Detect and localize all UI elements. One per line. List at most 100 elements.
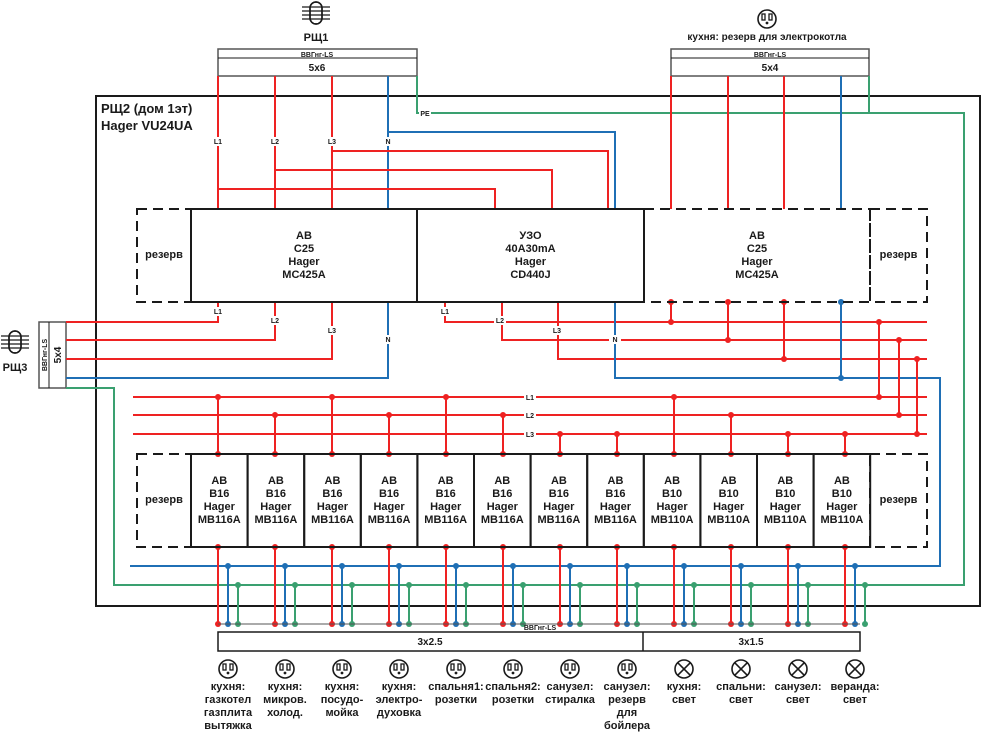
junction-dot: [577, 582, 583, 588]
top-breaker-1-label: АВ С25 Hager MC425A: [282, 229, 326, 281]
wire-label-l2: L2: [271, 318, 279, 325]
wire-rsh3-n: [66, 302, 389, 379]
junction-dot: [463, 582, 469, 588]
wire-label-l3: L3: [328, 328, 336, 335]
junction-dot: [725, 337, 731, 343]
junction-dot: [896, 412, 902, 418]
load-label: спальня2: розетки: [485, 681, 541, 706]
load-label: кухня: посудо- мойка: [320, 681, 364, 719]
top-reserve-left-label: резерв: [145, 249, 183, 261]
panel-title: РЩ2 (дом 1эт) Hager VU24UA: [101, 100, 193, 134]
panel-title-line1: РЩ2 (дом 1эт): [101, 101, 193, 116]
wire-label-l2: L2: [496, 318, 504, 325]
wire-rsh3-l3: [66, 302, 333, 360]
junction-dot: [876, 319, 882, 325]
junction-dot: [386, 412, 392, 418]
junction-dot: [914, 431, 920, 437]
junction-dot: [443, 394, 449, 400]
junction-dot: [339, 563, 345, 569]
socket-icon: [389, 659, 409, 679]
wire-label-l1: L1: [214, 139, 222, 146]
branch-breaker-label: АВ В10 Hager MB110A: [707, 474, 751, 526]
wire-label-l3: L3: [526, 432, 534, 439]
rcd-device: [416, 208, 645, 303]
junction-dot: [406, 582, 412, 588]
wire-rcd-l3-out: [557, 302, 927, 360]
wire-pe-feed: [416, 76, 930, 114]
rsh1-cable-type: ВВГнг-LS: [301, 52, 334, 59]
wire-label-l2: L2: [271, 139, 279, 146]
junction-dot: [785, 431, 791, 437]
junction-dot: [852, 563, 858, 569]
junction-dot: [838, 299, 844, 305]
junction-dot: [838, 375, 844, 381]
branch-breaker: [812, 453, 872, 548]
junction-dot: [225, 563, 231, 569]
wire-label-l3: L3: [328, 139, 336, 146]
junction-dot: [725, 299, 731, 305]
junction-dot: [396, 563, 402, 569]
wire-label-l2: L2: [526, 413, 534, 420]
top-breaker-2: [643, 208, 871, 303]
output-cable: [217, 623, 861, 652]
branch-breaker-label: АВ В10 Hager MB110A: [820, 474, 864, 526]
wire-rsh3-l1: [66, 310, 219, 323]
junction-dot: [500, 412, 506, 418]
junction-dot: [292, 582, 298, 588]
rsh1-cable: [217, 48, 418, 77]
rsh3-panel-icon: [1, 330, 29, 354]
junction-dot: [896, 337, 902, 343]
rsh1-cable-size: 5х6: [309, 63, 326, 74]
boiler-socket-icon: [757, 9, 777, 29]
wire-label-n: N: [385, 337, 390, 344]
junction-dot: [728, 412, 734, 418]
load-label: кухня: газкотел газплита вытяжка: [203, 681, 253, 732]
rsh3-cable-size: 5х4: [53, 346, 64, 363]
wire-label-l1: L1: [441, 309, 449, 316]
wire-n-rcd: [388, 131, 616, 209]
wire-l3-rcd: [332, 150, 609, 209]
wire-rsh3-l2: [66, 302, 276, 341]
top-breaker-2-label: АВ С25 Hager MC425A: [735, 229, 779, 281]
wire-pe-bus: [865, 112, 965, 586]
wire-label-l3: L3: [553, 328, 561, 335]
branch-breaker-label: АВ В16 Hager MB116A: [537, 474, 581, 526]
lamp-icon: [845, 659, 865, 679]
wire-label-pe: PE: [420, 111, 430, 118]
branch-breaker-label: АВ В16 Hager MB116A: [594, 474, 637, 526]
load-label: санузел: стиралка: [545, 681, 595, 706]
junction-dot: [681, 563, 687, 569]
junction-dot: [691, 582, 697, 588]
junction-dot: [624, 563, 630, 569]
rsh3-cable: [38, 321, 67, 389]
wire-label-n: N: [612, 337, 617, 344]
wire-label-n: N: [385, 139, 390, 146]
panel-enclosure: [95, 95, 981, 607]
lamp-icon: [731, 659, 751, 679]
wire-label-l1: L1: [526, 395, 534, 402]
wire-rsh3-pe: [66, 387, 865, 586]
socket-icon: [332, 659, 352, 679]
load-label: кухня: электро- духовка: [375, 681, 423, 719]
wire-label-l1: L1: [214, 309, 222, 316]
output-cable-size-sockets: 3х2.5: [417, 637, 442, 648]
output-cable-size-lights: 3х1.5: [738, 637, 763, 648]
rsh1-panel-icon: [302, 1, 330, 25]
junction-dot: [671, 394, 677, 400]
junction-dot: [668, 319, 674, 325]
load-label: спальня1: розетки: [428, 681, 484, 706]
branch-breaker-label: АВ В16 Hager MB116A: [480, 474, 524, 526]
branch-breaker-label: АВ В16 Hager MB116A: [254, 474, 298, 526]
wire-rcd-l1-out: [444, 302, 927, 323]
rsh3-label: РЩ3: [3, 362, 28, 374]
junction-dot: [914, 356, 920, 362]
bottom-reserve-left-label: резерв: [145, 494, 183, 506]
junction-dot: [349, 582, 355, 588]
junction-dot: [862, 621, 868, 627]
top-reserve-right-label: резерв: [879, 249, 918, 261]
bottom-reserve-right: [869, 453, 928, 548]
junction-dot: [876, 394, 882, 400]
junction-dot: [795, 563, 801, 569]
junction-dot: [215, 394, 221, 400]
